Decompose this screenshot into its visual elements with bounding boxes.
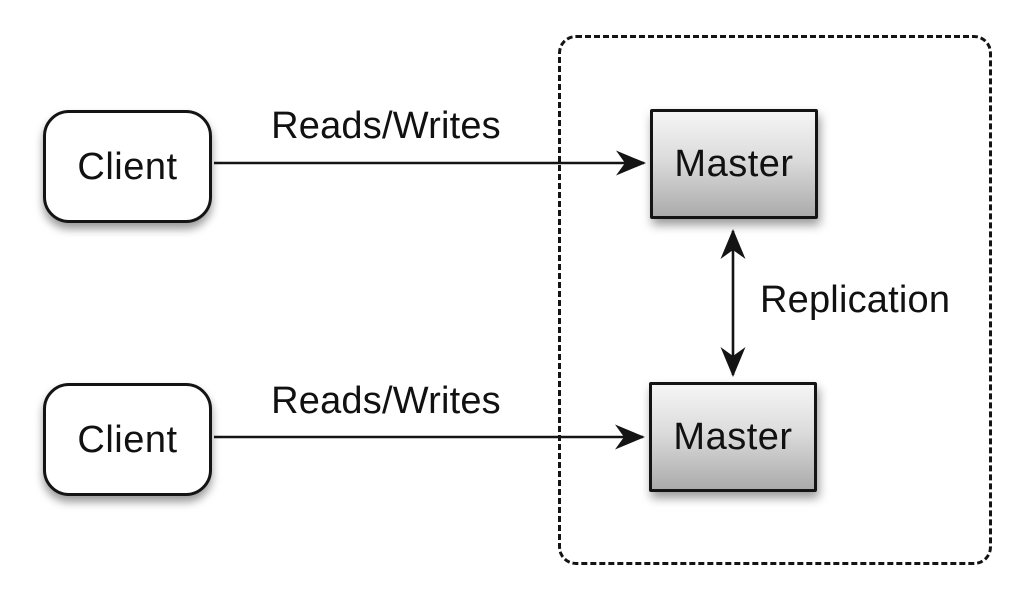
- edge-label-replication: Replication: [760, 279, 951, 321]
- master-node-1-label: Master: [674, 143, 794, 185]
- master-node-2-label: Master: [673, 416, 793, 458]
- client-node-1-label: Client: [77, 145, 178, 188]
- edge-label-reads-writes-2: Reads/Writes: [271, 380, 501, 422]
- client-node-1: Client: [43, 110, 212, 223]
- client-node-2-label: Client: [77, 418, 178, 461]
- master-node-1: Master: [650, 109, 818, 219]
- client-node-2: Client: [43, 383, 212, 496]
- master-node-2: Master: [649, 382, 817, 492]
- edge-label-reads-writes-1: Reads/Writes: [271, 105, 501, 147]
- replication-boundary-box: [558, 35, 992, 565]
